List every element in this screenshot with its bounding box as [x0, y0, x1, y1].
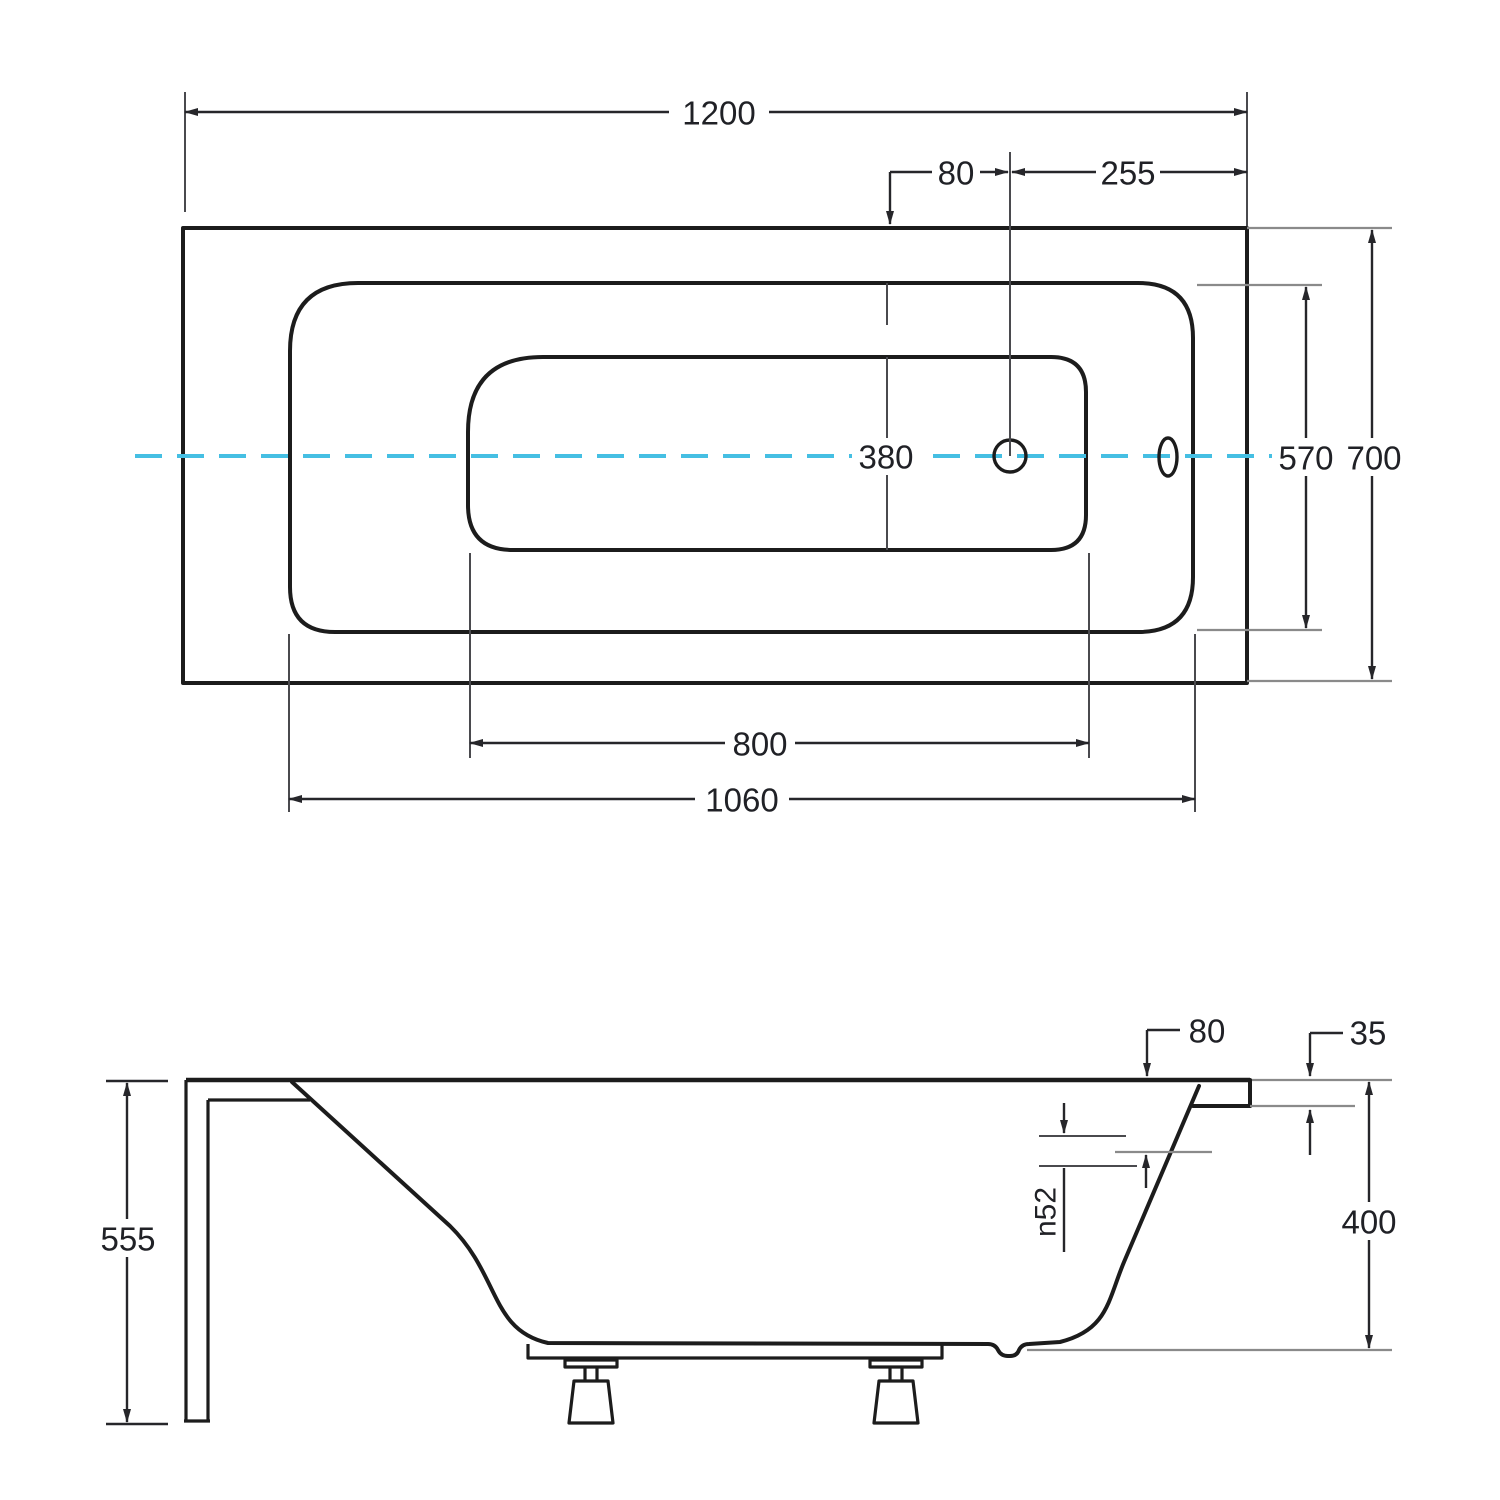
- leg-foot: [567, 1379, 615, 1425]
- tub-shell-profile: [290, 1080, 1201, 1358]
- dim-overall-width: 700: [1247, 226, 1405, 683]
- label-mask: [1096, 155, 1160, 189]
- label-mask: [1275, 438, 1337, 476]
- dim-overall-length: 1200: [184, 92, 1248, 226]
- leg-plate: [563, 1358, 619, 1369]
- dim-label-800: 800: [732, 726, 787, 763]
- support-frame: [526, 1344, 944, 1360]
- dim-label-255: 255: [1100, 155, 1155, 192]
- label-mask: [1343, 438, 1405, 476]
- dim-total-height: 555: [95, 1079, 168, 1426]
- dim-rim-overhang: 80: [1143, 1013, 1226, 1077]
- dim-drain-diameter: n52: [1030, 1103, 1212, 1252]
- dim-label-400: 400: [1341, 1204, 1396, 1241]
- label-mask: [695, 781, 789, 817]
- dim-label-80-side: 80: [1189, 1013, 1226, 1050]
- dim-label-1200: 1200: [682, 95, 755, 132]
- dim-rim-width: 570: [1197, 283, 1337, 632]
- dim-label-n52: n52: [1030, 1187, 1063, 1237]
- dim-label-570: 570: [1278, 440, 1333, 477]
- apron-panel: [184, 1080, 210, 1423]
- leg-left: [563, 1358, 619, 1425]
- label-mask: [725, 725, 795, 761]
- overflow-hole: [1157, 436, 1179, 478]
- label-mask: [1334, 1202, 1404, 1240]
- tub-floor-edge: [466, 355, 1088, 552]
- dim-label-380: 380: [858, 439, 913, 476]
- dim-label-35: 35: [1350, 1015, 1387, 1052]
- rim-lip: [1191, 1078, 1355, 1108]
- dim-shell-height: 400: [1027, 1081, 1404, 1352]
- leg-plate: [868, 1358, 924, 1369]
- label-mask: [852, 438, 920, 475]
- dim-drain-offset: 80: [886, 155, 1009, 225]
- dim-floor-width: 380: [852, 438, 920, 476]
- leg-right: [868, 1358, 924, 1425]
- dim-rim-thickness: 35: [1306, 1015, 1387, 1155]
- dim-label-555: 555: [100, 1221, 155, 1258]
- leg-stem: [583, 1367, 599, 1381]
- dim-label-80: 80: [938, 155, 975, 192]
- tub-rim-edge: [288, 281, 1195, 634]
- dim-rim-length: 1060: [288, 634, 1196, 819]
- label-mask: [95, 1219, 161, 1257]
- label-mask: [669, 94, 769, 130]
- label-mask: [932, 155, 980, 189]
- top-view: 1200 80 255 380 570: [135, 92, 1405, 819]
- leg-stem: [888, 1367, 904, 1381]
- dim-floor-length: 800: [469, 553, 1090, 763]
- side-view: 555 80 35 n52: [95, 1013, 1404, 1426]
- dim-label-700: 700: [1346, 440, 1401, 477]
- dim-label-1060: 1060: [705, 782, 778, 819]
- leg-foot: [872, 1379, 920, 1425]
- dim-drain-to-edge: 255: [1011, 155, 1248, 192]
